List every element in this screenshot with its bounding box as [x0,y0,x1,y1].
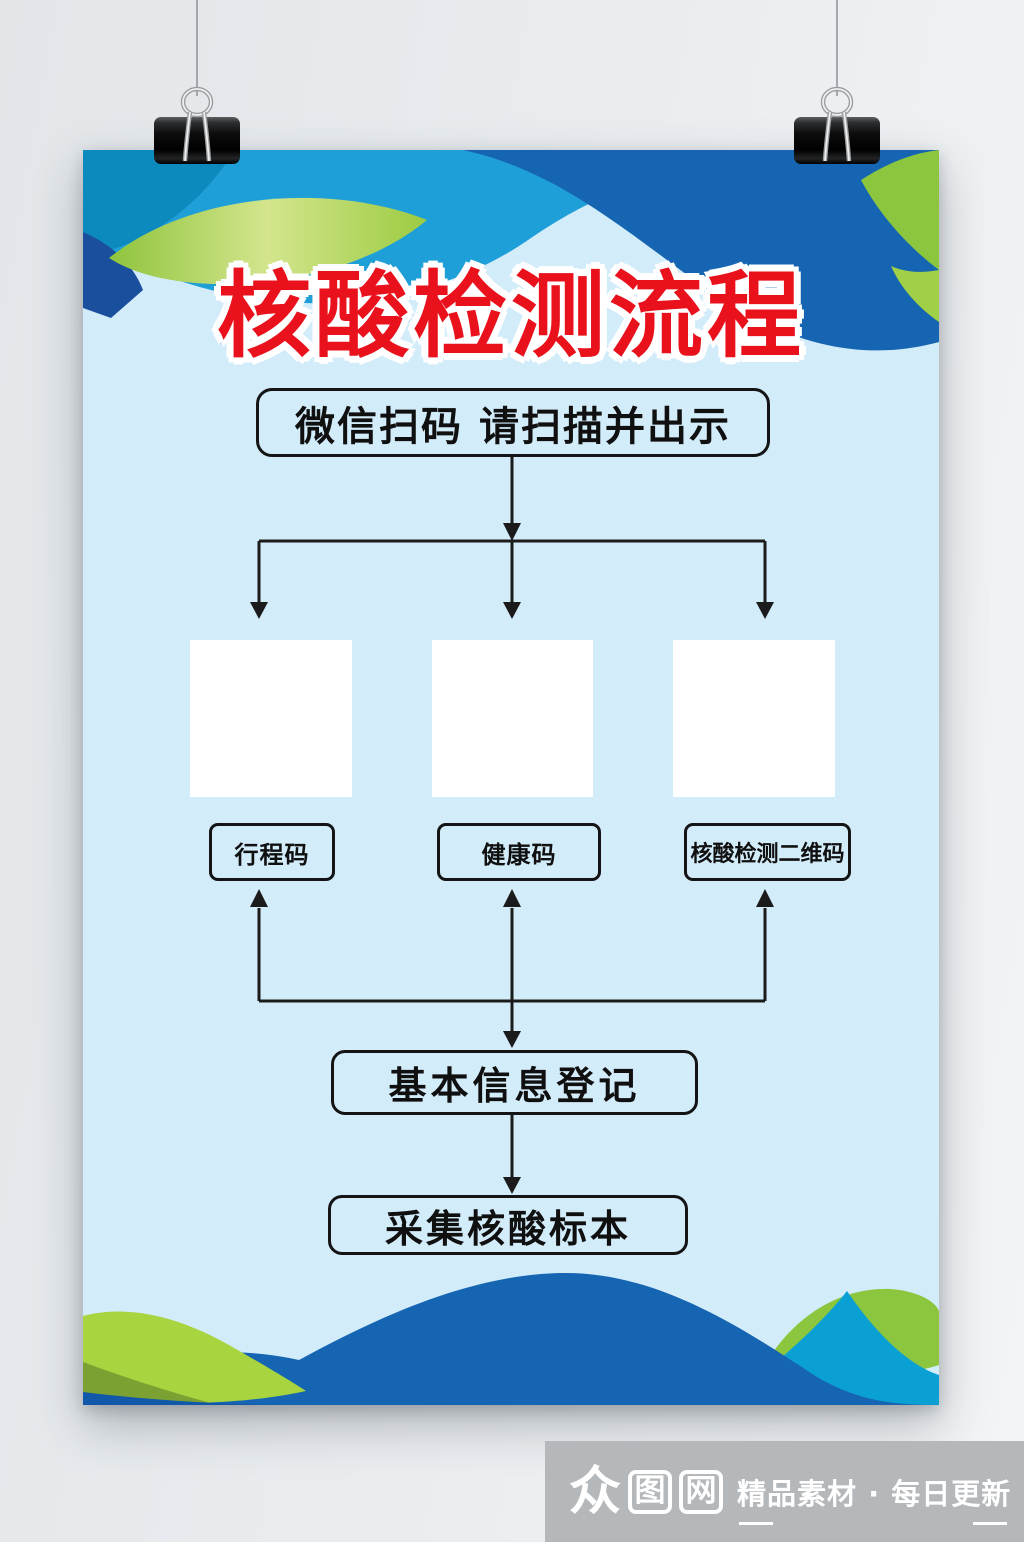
top-wave-decoration [83,150,939,351]
qr-placeholder-test-qrcode [673,640,835,797]
watermark-bar: 众 图 网 精品素材 · 每日更新 [545,1441,1024,1542]
flow-step-info-registration: 基本信息登记 [331,1050,698,1115]
bottom-wave-decoration [83,1272,939,1405]
clip-body [794,117,880,164]
poster: 核酸检测流程 [83,150,939,1405]
qr-label-health-code: 健康码 [437,823,601,881]
qr-placeholder-health-code [432,640,593,797]
flow-step-sample-collection: 采集核酸标本 [328,1195,688,1255]
qr-placeholder-trip-code [190,640,352,797]
binder-clip-left-icon [154,0,240,164]
poster-title: 核酸检测流程 [216,262,805,371]
site-logo: 众 图 网 [569,1461,724,1522]
logo-char-wang: 网 [679,1469,724,1514]
logo-char-zhong: 众 [569,1461,622,1522]
qr-label-test-qrcode: 核酸检测二维码 [684,823,851,881]
watermark-tagline: 精品素材 · 每日更新 [737,1471,1012,1525]
flow-step-wechat-scan: 微信扫码 请扫描并出示 [256,388,770,457]
clip-body [154,117,240,164]
tagline-underline-right [973,1521,1008,1525]
binder-clip-right-icon [794,0,880,164]
tagline-underline-left [739,1521,774,1525]
tagline-text: 精品素材 · 每日更新 [737,1476,1012,1511]
logo-char-tu: 图 [628,1469,673,1514]
qr-label-trip-code: 行程码 [209,823,335,881]
